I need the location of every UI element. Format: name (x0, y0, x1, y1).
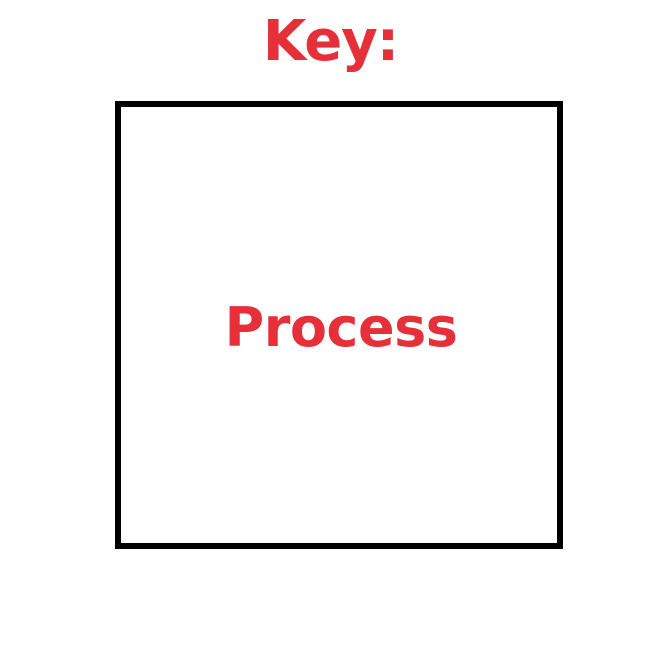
process-label: Process (224, 296, 458, 359)
legend-title: Key: (262, 9, 399, 74)
process-shape: Process (115, 101, 563, 549)
